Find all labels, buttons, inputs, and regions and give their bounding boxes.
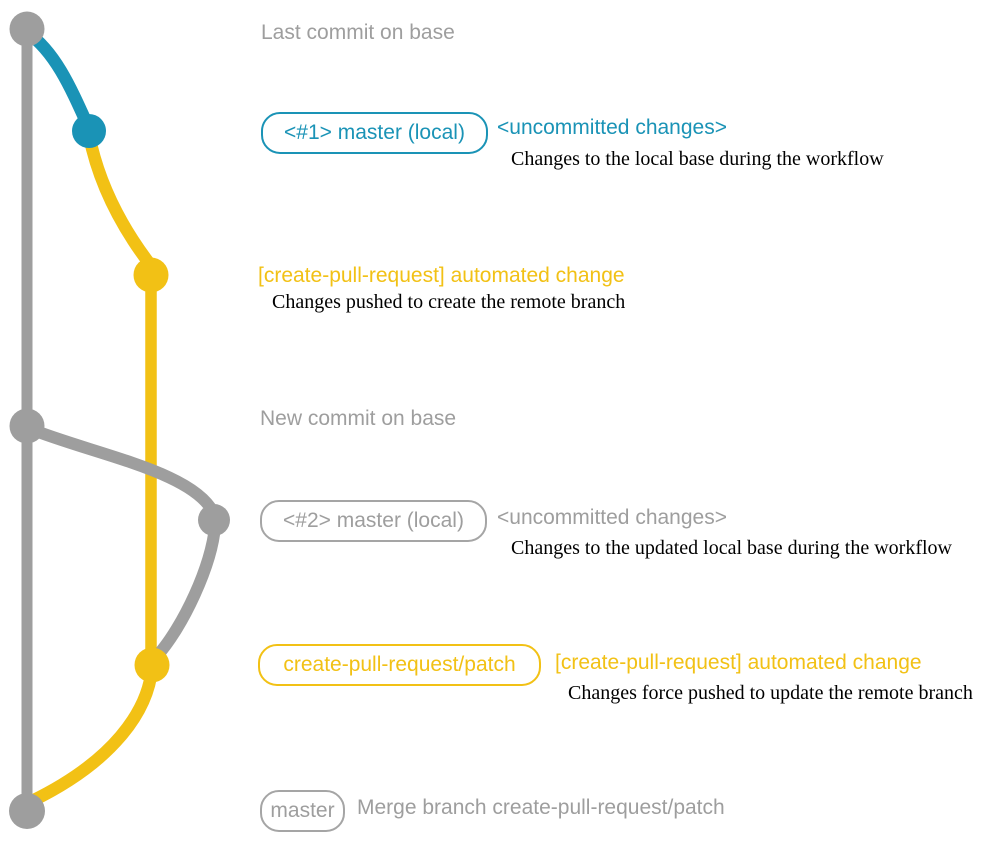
commit-dot-uncommitted-1: [72, 114, 106, 148]
commit-graph: [9, 11, 230, 829]
last-commit-label: Last commit on base: [261, 21, 455, 44]
uncommitted-changes-2-description: Changes to the updated local base during…: [511, 537, 952, 559]
uncommitted-branch-1-line: [20, 25, 95, 133]
uncommitted-changes-2-heading: <uncommitted changes>: [497, 506, 727, 529]
uncommitted-branch-2-return-line: [151, 520, 221, 662]
uncommitted-changes-1-description: Changes to the local base during the wor…: [511, 148, 884, 170]
badge-master-local-2: <#2> master (local): [260, 500, 487, 542]
badge-create-pull-request-patch: create-pull-request/patch: [258, 644, 541, 686]
commit-dot-last-base: [9, 11, 45, 47]
commit-dot-merge: [9, 793, 45, 829]
commit-dot-force-push: [134, 647, 170, 683]
uncommitted-changes-1-heading: <uncommitted changes>: [497, 116, 727, 139]
merge-branch-label: Merge branch create-pull-request/patch: [357, 796, 725, 819]
commit-dot-new-base: [9, 408, 45, 444]
patch-merge-line: [25, 661, 159, 808]
automated-change-1-heading: [create-pull-request] automated change: [258, 264, 625, 287]
automated-change-2-description: Changes force pushed to update the remot…: [568, 682, 973, 704]
automated-change-2-heading: [create-pull-request] automated change: [555, 651, 922, 674]
badge-master: master: [260, 790, 345, 832]
uncommitted-branch-2-line: [22, 422, 221, 522]
badge-master-local-1: <#1> master (local): [261, 112, 488, 154]
patch-branch-curve-line: [82, 128, 156, 270]
commit-dot-automated-change: [133, 257, 169, 293]
commit-dot-uncommitted-2: [198, 504, 230, 536]
automated-change-1-description: Changes pushed to create the remote bran…: [272, 291, 626, 313]
new-commit-label: New commit on base: [260, 407, 457, 430]
